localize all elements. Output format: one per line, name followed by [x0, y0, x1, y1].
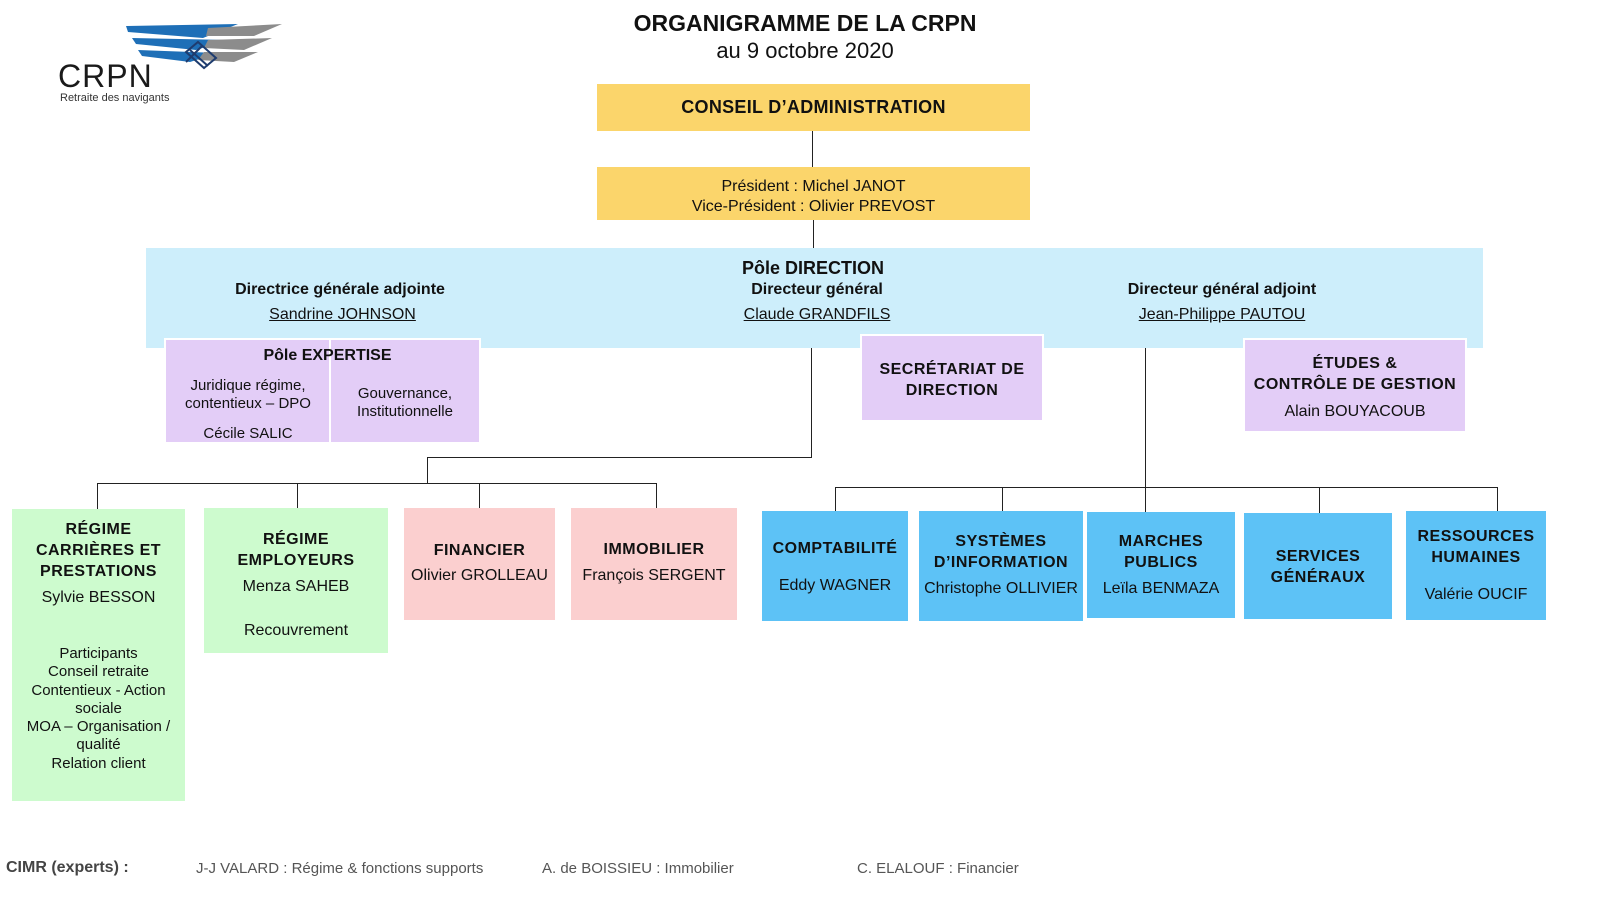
- regime-employeurs-line1: RÉGIME: [262, 531, 330, 548]
- regime-carrieres-box: RÉGIME CARRIÈRES ET PRESTATIONS Sylvie B…: [12, 509, 185, 801]
- connector-line: [812, 131, 813, 167]
- connector-line: [811, 348, 812, 458]
- regime-employeurs-sub: Recouvrement: [243, 622, 349, 639]
- connector-line: [297, 483, 298, 509]
- regime-carrieres-line2: CARRIÈRES ET: [35, 542, 162, 559]
- list-item: Participants: [59, 645, 138, 662]
- dga-right-role: Directeur général adjoint: [1127, 281, 1317, 298]
- page-title: ORGANIGRAMME DE LA CRPN: [633, 10, 977, 36]
- etudes-controle-box: ÉTUDES & CONTRÔLE DE GESTION Alain BOUYA…: [1243, 338, 1467, 433]
- list-item: MOA – Organisation /: [26, 718, 171, 736]
- immobilier-title: IMMOBILIER: [603, 541, 705, 558]
- expertise-juridique-line2: contentieux – DPO: [185, 395, 311, 412]
- pole-expertise-title: Pôle EXPERTISE: [263, 347, 392, 364]
- connector-line: [427, 457, 812, 458]
- etudes-line2: CONTRÔLE DE GESTION: [1253, 376, 1457, 393]
- comptabilite-title: COMPTABILITÉ: [772, 540, 898, 557]
- pole-expertise-right-box: [329, 338, 481, 444]
- immobilier-box: IMMOBILIER François SERGENT: [571, 508, 737, 620]
- secretariat-line1: SECRÉTARIAT DE: [879, 361, 1025, 378]
- systemes-information-box: SYSTÈMES D’INFORMATION Christophe OLLIVI…: [919, 511, 1083, 621]
- secretariat-line2: DIRECTION: [905, 382, 999, 399]
- pole-direction-title: Pôle DIRECTION: [741, 258, 884, 278]
- regime-employeurs-line2: EMPLOYEURS: [237, 552, 355, 569]
- ressources-humaines-box: RESSOURCES HUMAINES Valérie OUCIF: [1406, 511, 1546, 620]
- marches-publics-box: MARCHES PUBLICS Leïla BENMAZA: [1087, 512, 1235, 618]
- expertise-gouvernance-line1: Gouvernance,: [357, 385, 453, 402]
- footer-expert-elalouf: C. ELALOUF : Financier: [857, 860, 1019, 877]
- immobilier-name: François SERGENT: [582, 567, 726, 584]
- connector-line: [1497, 487, 1498, 511]
- etudes-line1: ÉTUDES &: [1312, 355, 1398, 372]
- systemes-line2: D’INFORMATION: [933, 554, 1069, 571]
- connector-line: [427, 457, 428, 484]
- list-item: Contentieux - Action: [31, 681, 166, 699]
- services-line2: GÉNÉRAUX: [1270, 569, 1366, 586]
- connector-line: [479, 483, 480, 509]
- connector-line: [813, 220, 814, 248]
- pole-direction-box: [146, 248, 1483, 348]
- connector-line: [1319, 487, 1320, 513]
- financier-name: Olivier GROLLEAU: [411, 567, 548, 584]
- regime-carrieres-line1: RÉGIME: [65, 521, 132, 538]
- list-item: sociale: [75, 699, 122, 717]
- conseil-administration-box: CONSEIL D’ADMINISTRATION: [597, 84, 1030, 131]
- systemes-line1: SYSTÈMES: [955, 533, 1047, 550]
- comptabilite-name: Eddy WAGNER: [778, 577, 892, 594]
- vice-president-label: Vice-Président : Olivier PREVOST: [691, 198, 936, 215]
- comptabilite-box: COMPTABILITÉ Eddy WAGNER: [762, 511, 908, 621]
- wing-icon: [126, 24, 282, 70]
- expertise-gouvernance: Gouvernance, Institutionnelle: [331, 385, 479, 421]
- expertise-juridique: Juridique régime, contentieux – DPO: [166, 377, 330, 413]
- list-item: Conseil retraite: [48, 663, 149, 681]
- services-line1: SERVICES: [1275, 548, 1361, 565]
- president-label: Président : Michel JANOT: [721, 178, 906, 195]
- marches-line2: PUBLICS: [1124, 554, 1198, 571]
- expertise-juridique-line1: Juridique régime,: [190, 377, 306, 394]
- financier-box: FINANCIER Olivier GROLLEAU: [404, 508, 555, 620]
- regime-employeurs-box: RÉGIME EMPLOYEURS Menza SAHEB Recouvreme…: [204, 508, 388, 653]
- systemes-name: Christophe OLLIVIER: [924, 580, 1078, 597]
- regime-carrieres-line3: PRESTATIONS: [40, 563, 157, 580]
- dg-name: Claude GRANDFILS: [743, 306, 891, 323]
- rh-name: Valérie OUCIF: [1424, 586, 1528, 603]
- logo-tagline: Retraite des navigants: [60, 92, 170, 104]
- rh-line2: HUMAINES: [1431, 549, 1521, 566]
- footer-expert-boissieu: A. de BOISSIEU : Immobilier: [542, 860, 734, 877]
- services-generaux-box: SERVICES GÉNÉRAUX: [1244, 513, 1392, 619]
- connector-line: [835, 487, 1498, 488]
- etudes-name: Alain BOUYACOUB: [1284, 403, 1426, 420]
- marches-name: Leïla BENMAZA: [1102, 580, 1220, 597]
- list-item: qualité: [76, 736, 121, 754]
- regime-carrieres-items: Participants Conseil retraite Contentieu…: [12, 645, 185, 773]
- marches-line1: MARCHES: [1118, 533, 1204, 550]
- financier-title: FINANCIER: [433, 542, 526, 559]
- dga-right-name: Jean-Philippe PAUTOU: [1138, 306, 1306, 323]
- crpn-logo: CRPN Retraite des navigants: [58, 20, 298, 110]
- connector-line: [1002, 487, 1003, 511]
- dg-role: Directeur général: [751, 281, 883, 298]
- expertise-gouvernance-line2: Institutionnelle: [357, 403, 453, 420]
- logo-name: CRPN: [58, 58, 153, 94]
- expertise-juridique-name: Cécile SALIC: [203, 425, 293, 442]
- list-item: Relation client: [51, 754, 146, 772]
- rh-line1: RESSOURCES: [1417, 528, 1535, 545]
- connector-line: [656, 483, 657, 509]
- secretariat-direction-box: SECRÉTARIAT DE DIRECTION: [860, 334, 1044, 422]
- presidence-box: Président : Michel JANOT Vice-Président …: [597, 167, 1030, 220]
- connector-line: [1145, 348, 1146, 512]
- regime-carrieres-name: Sylvie BESSON: [41, 589, 156, 606]
- regime-employeurs-name: Menza SAHEB: [242, 578, 350, 595]
- dga-left-name: Sandrine JOHNSON: [269, 306, 416, 323]
- connector-line: [97, 483, 657, 484]
- dga-left-role: Directrice générale adjointe: [235, 281, 445, 298]
- footer-expert-valard: J-J VALARD : Régime & fonctions supports: [196, 860, 484, 877]
- footer-label: CIMR (experts) :: [6, 859, 129, 876]
- page-subtitle: au 9 octobre 2020: [716, 38, 894, 63]
- connector-line: [835, 487, 836, 511]
- connector-line: [97, 483, 98, 510]
- conseil-title: CONSEIL D’ADMINISTRATION: [681, 97, 946, 117]
